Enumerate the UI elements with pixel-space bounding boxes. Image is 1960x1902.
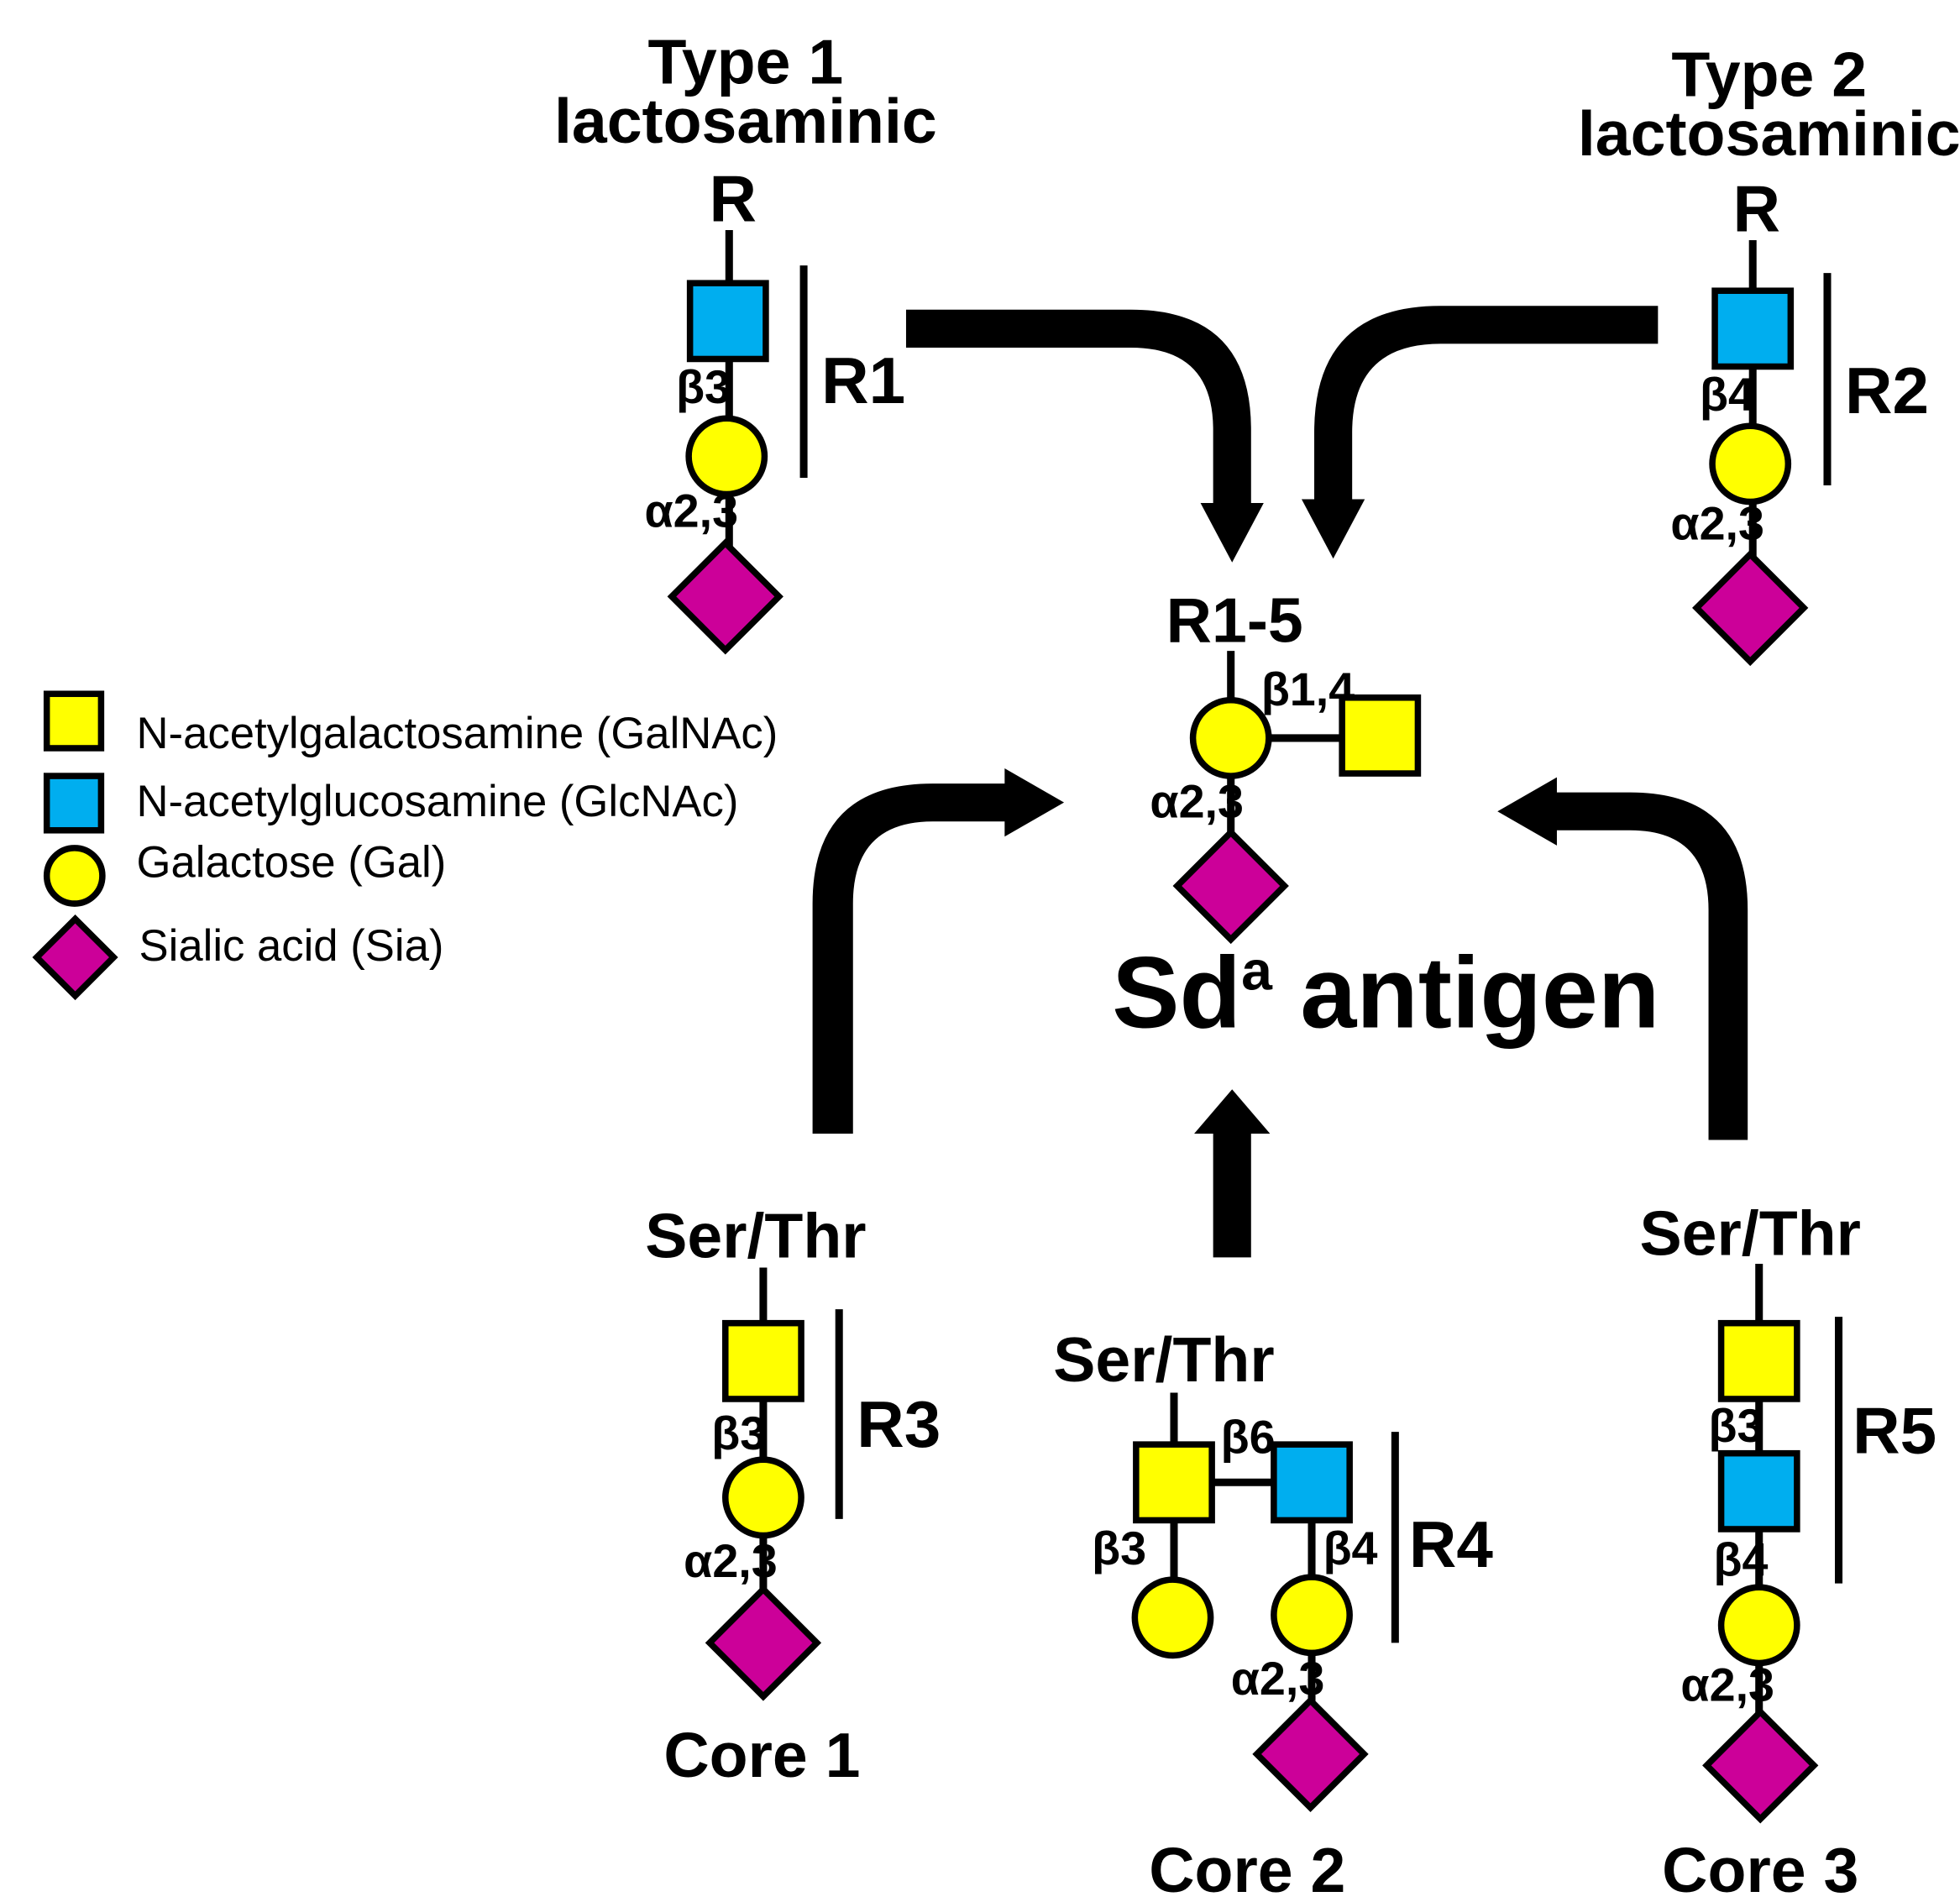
core1-link-alpha23: α2,3 [684, 1535, 778, 1587]
pathway-arrows [812, 306, 1748, 1258]
type2-root-label: R [1732, 171, 1780, 245]
type1-link-beta3: β3 [676, 361, 731, 413]
legend-gal-circle [43, 845, 106, 907]
core3-galnac-square [1717, 1319, 1800, 1402]
legend-galnac-label: N-acetylgalactosamine (GalNAc) [137, 709, 778, 758]
core2-link-beta4: β4 [1323, 1522, 1378, 1575]
type2-link-beta4: β4 [1700, 369, 1754, 421]
type2-sia-diamond [1692, 549, 1809, 667]
sda-antigen-main: Sd [1112, 936, 1241, 1050]
core2-structure: Ser/Thr β6 β3 β4 α2,3 R4 Core 2 [1053, 1324, 1493, 1902]
core1-bracket-label: R3 [857, 1387, 941, 1461]
core1-caption: Core 1 [663, 1720, 860, 1790]
core2-link-alpha23: α2,3 [1231, 1653, 1325, 1705]
core2-link-beta3: β3 [1092, 1522, 1146, 1575]
type1-gal-circle [685, 415, 768, 498]
core1-sia-diamond [705, 1585, 822, 1701]
type1-link-alpha23: α2,3 [644, 485, 738, 537]
core2-sia-diamond [1252, 1695, 1369, 1812]
core1-galnac-square [722, 1319, 804, 1402]
type2-title-line2: lactosaminic [1578, 98, 1960, 169]
core2-bracket-label: R4 [1409, 1507, 1494, 1581]
core3-link-beta4: β4 [1714, 1534, 1769, 1586]
arrow-core1-to-center [812, 768, 1065, 1134]
center-sia-diamond [1172, 827, 1289, 945]
core2-galnac-square [1133, 1441, 1215, 1524]
center-link-alpha23: α2,3 [1150, 776, 1244, 828]
type2-glcnac-square [1711, 287, 1795, 370]
type2-link-alpha23: α2,3 [1670, 498, 1764, 550]
legend-glcnac-square [43, 773, 105, 834]
core2-gal-circle-right [1271, 1574, 1353, 1657]
type1-root-label: R [710, 161, 757, 235]
legend-gal-label: Galactose (Gal) [137, 837, 447, 887]
type1-title-line1: Type 1 [647, 26, 843, 97]
core2-caption: Core 2 [1149, 1835, 1345, 1902]
sda-antigen-rest: antigen [1272, 936, 1659, 1050]
center-gal-circle [1189, 697, 1272, 779]
core2-link-beta6: β6 [1221, 1412, 1276, 1464]
core3-caption: Core 3 [1662, 1835, 1858, 1902]
sda-antigen-structure: R1-5 β1,4 α2,3 Sda antigen [1112, 585, 1659, 1050]
center-galnac-square [1339, 694, 1422, 777]
core3-root-label: Ser/Thr [1639, 1197, 1860, 1268]
legend-glcnac-label: N-acetylglucosamine (GlcNAc) [137, 777, 739, 826]
core2-root-label: Ser/Thr [1053, 1324, 1274, 1395]
arrow-core3-to-center [1497, 777, 1748, 1140]
sda-antigen-title: Sda antigen [1112, 936, 1659, 1050]
core3-gal-circle [1717, 1584, 1800, 1667]
core1-root-label: Ser/Thr [645, 1200, 866, 1271]
core2-gal-circle-left [1131, 1576, 1214, 1659]
legend-sia-diamond [32, 914, 118, 1001]
type2-bracket-label: R2 [1845, 354, 1929, 427]
core1-gal-circle [722, 1456, 804, 1539]
center-root-label: R1-5 [1166, 585, 1303, 656]
sda-antigen-superscript: a [1241, 940, 1273, 1002]
type1-lactosaminic-structure: Type 1 lactosaminic R β3 α2,3 R1 [554, 26, 937, 655]
type2-gal-circle [1709, 422, 1792, 506]
type2-lactosaminic-structure: Type 2 lactosaminic R β4 α2,3 R2 [1578, 39, 1960, 667]
type1-sia-diamond [667, 538, 783, 655]
arrow-core2-to-center [1194, 1089, 1271, 1258]
legend-galnac-square [43, 690, 105, 752]
core3-sia-diamond [1702, 1707, 1819, 1824]
core3-bracket-label: R5 [1853, 1394, 1936, 1468]
core3-structure: Ser/Thr β3 β4 α2,3 R5 Core 3 [1639, 1197, 1936, 1902]
type2-title-line1: Type 2 [1671, 39, 1867, 109]
type1-bracket-label: R1 [821, 343, 905, 417]
type1-title-line2: lactosaminic [554, 86, 937, 156]
core3-glcnac-square [1717, 1449, 1800, 1533]
core3-link-alpha23: α2,3 [1680, 1659, 1774, 1711]
core1-structure: Ser/Thr β3 α2,3 R3 Core 1 [645, 1200, 941, 1789]
arrow-type1-to-center [905, 309, 1264, 563]
core1-link-beta3: β3 [711, 1407, 766, 1459]
core2-glcnac-square [1271, 1441, 1353, 1524]
legend: N-acetylgalactosamine (GalNAc) N-acetylg… [32, 690, 778, 1001]
arrow-type2-to-center [1301, 306, 1659, 559]
core3-link-beta3: β3 [1709, 1400, 1763, 1452]
type1-glcnac-square [686, 280, 769, 363]
legend-sia-label: Sialic acid (Sia) [139, 921, 444, 971]
